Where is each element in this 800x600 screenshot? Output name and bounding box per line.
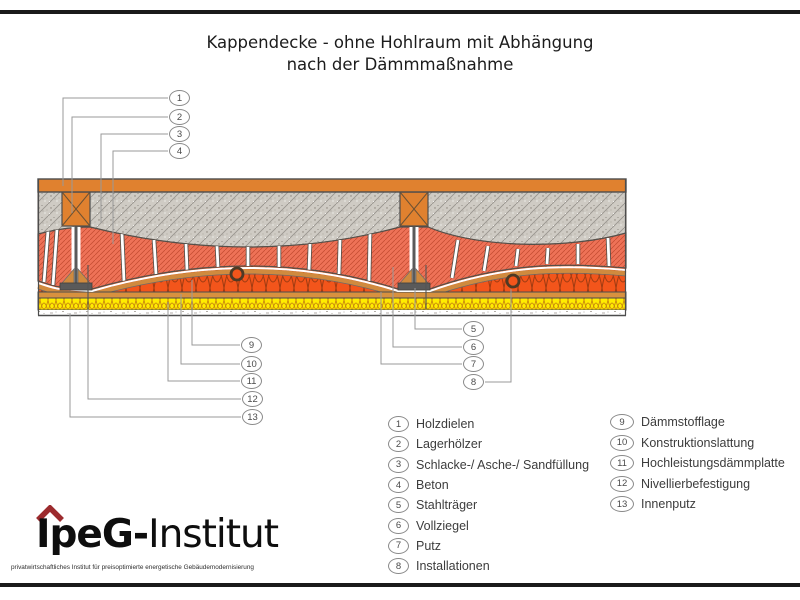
callout-12: 12 (242, 391, 263, 407)
bottom-border-rule (0, 583, 800, 587)
steel-beam-right (397, 226, 431, 291)
logo-tagline: privatwirtschaftliches Institut für prei… (11, 564, 254, 571)
sleeper-right (399, 191, 429, 227)
legend-circle-8: 8 (388, 558, 409, 575)
leveling-fasteners (87, 265, 427, 309)
callout-leader-lines (62, 97, 512, 418)
callout-4: 4 (169, 143, 190, 159)
legend-circle-1: 1 (388, 416, 409, 433)
legend-circle-4: 4 (388, 477, 409, 494)
logo-wordmark: IpeG-Institut (36, 512, 279, 557)
section-edges (37, 179, 627, 316)
steel-beam-left (59, 226, 93, 291)
sleeper-left (61, 191, 91, 227)
installation-pipe-right (505, 273, 521, 289)
callout-3: 3 (169, 126, 190, 142)
top-border-rule (0, 10, 800, 14)
callout-8: 8 (463, 374, 484, 390)
callout-13: 13 (242, 409, 263, 425)
title-line-2: nach der Dämmmaßnahme (286, 54, 514, 74)
callout-9: 9 (241, 337, 262, 353)
installation-pipe-left (229, 266, 245, 282)
title-line-1: Kappendecke - ohne Hohlraum mit Abhängun… (206, 33, 594, 52)
callout-1: 1 (169, 90, 190, 106)
insulation-board-layer (37, 297, 627, 311)
callout-11: 11 (241, 373, 262, 389)
callout-10: 10 (241, 356, 262, 372)
interior-plaster-layer (38, 310, 626, 317)
roof-icon (36, 505, 64, 522)
callout-7: 7 (463, 356, 484, 372)
legend-circle-7: 7 (388, 537, 409, 554)
legend-circle-2: 2 (388, 436, 409, 453)
page-title: Kappendecke - ohne Hohlraum mit Abhängun… (0, 32, 800, 75)
callout-5: 5 (463, 321, 484, 337)
floor-boards-layer (37, 178, 627, 193)
callout-2: 2 (169, 109, 190, 125)
legend-circle-11: 11 (610, 455, 634, 472)
legend-circle-10: 10 (610, 434, 634, 451)
legend-circle-6: 6 (388, 517, 409, 534)
legend-circle-12: 12 (610, 475, 634, 492)
legend-circle-3: 3 (388, 456, 409, 473)
battens-layer (37, 291, 627, 299)
legend-circle-5: 5 (388, 497, 409, 514)
callout-6: 6 (463, 339, 484, 355)
legend-circle-13: 13 (610, 496, 634, 513)
legend-circle-9: 9 (610, 414, 634, 431)
